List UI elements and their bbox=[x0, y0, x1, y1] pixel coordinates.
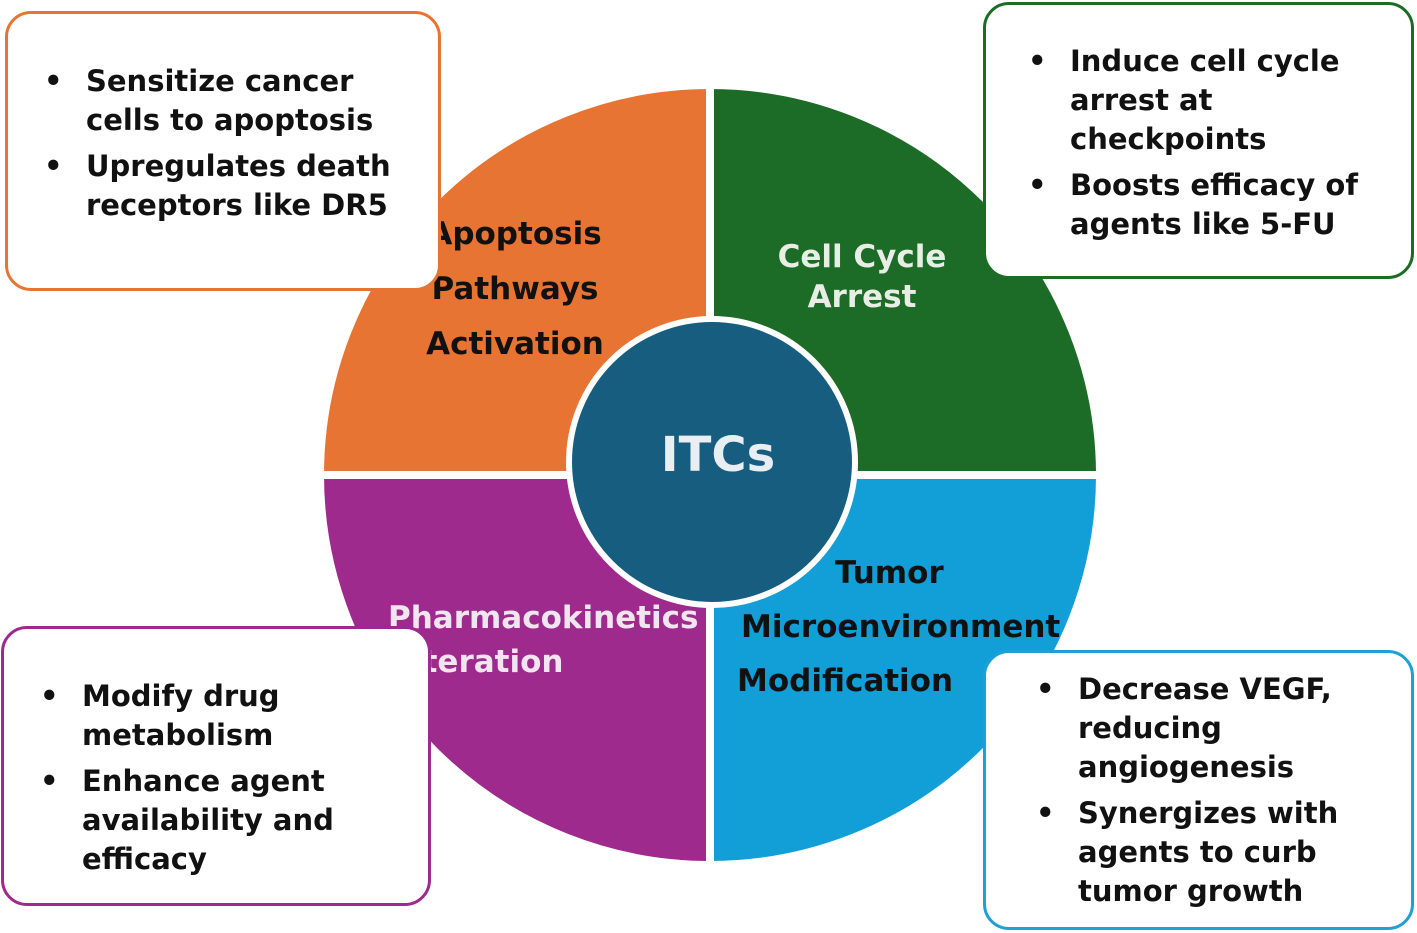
label-line: Apoptosis bbox=[428, 216, 602, 252]
label-line: Microenvironment bbox=[741, 609, 1061, 645]
bullet-list: Modify drug metabolism Enhance agent ava… bbox=[38, 677, 418, 879]
label-line: Pharmacokinetics bbox=[388, 600, 699, 636]
bullet-item: Modify drug metabolism bbox=[38, 677, 418, 755]
quadrant-tumor bbox=[706, 471, 1105, 870]
bullet-item: Sensitize cancer cells to apoptosis bbox=[42, 62, 428, 140]
bullet-item: Boosts efficacy of agents like 5-FU bbox=[1026, 166, 1401, 244]
quadrant-pharmacokinetics bbox=[315, 471, 714, 870]
label-pharmacokinetics-alteration: Pharmacokinetics Alteration bbox=[388, 596, 699, 684]
bullet-item: Enhance agent availability and efficacy bbox=[38, 762, 418, 879]
bullet-item: Induce cell cycle arrest at checkpoints bbox=[1026, 42, 1401, 159]
bullet-item: Upregulates death receptors like DR5 bbox=[42, 147, 428, 225]
bullet-list: Sensitize cancer cells to apoptosis Upre… bbox=[42, 62, 428, 225]
label-line: Modification bbox=[737, 663, 954, 699]
callout-box-pharmacokinetics: Modify drug metabolism Enhance agent ava… bbox=[1, 626, 431, 906]
label-cell-cycle-arrest: Cell Cycle Arrest bbox=[752, 237, 972, 317]
label-line: Tumor bbox=[835, 555, 944, 591]
label-tumor-microenvironment: Tumor Microenvironment Modification bbox=[737, 546, 1061, 708]
bullet-item: Synergizes with agents to curb tumor gro… bbox=[1034, 794, 1401, 911]
callout-box-cell-cycle: Induce cell cycle arrest at checkpoints … bbox=[983, 2, 1414, 279]
label-line: Activation bbox=[426, 326, 604, 362]
callout-box-tumor: Decrease VEGF, reducing angiogenesis Syn… bbox=[983, 650, 1414, 930]
center-label: ITCs bbox=[660, 427, 776, 483]
label-line: Cell Cycle bbox=[777, 239, 947, 275]
callout-box-apoptosis: Sensitize cancer cells to apoptosis Upre… bbox=[5, 11, 441, 291]
bullet-item: Decrease VEGF, reducing angiogenesis bbox=[1034, 670, 1401, 787]
center-hub bbox=[566, 316, 858, 608]
bullet-list: Induce cell cycle arrest at checkpoints … bbox=[1026, 42, 1401, 244]
label-line: Arrest bbox=[807, 279, 917, 315]
label-line: Alteration bbox=[388, 644, 564, 680]
label-line: Pathways bbox=[431, 271, 599, 307]
label-apoptosis-pathways: Apoptosis Pathways Activation bbox=[410, 207, 620, 372]
bullet-list: Decrease VEGF, reducing angiogenesis Syn… bbox=[1034, 670, 1401, 911]
